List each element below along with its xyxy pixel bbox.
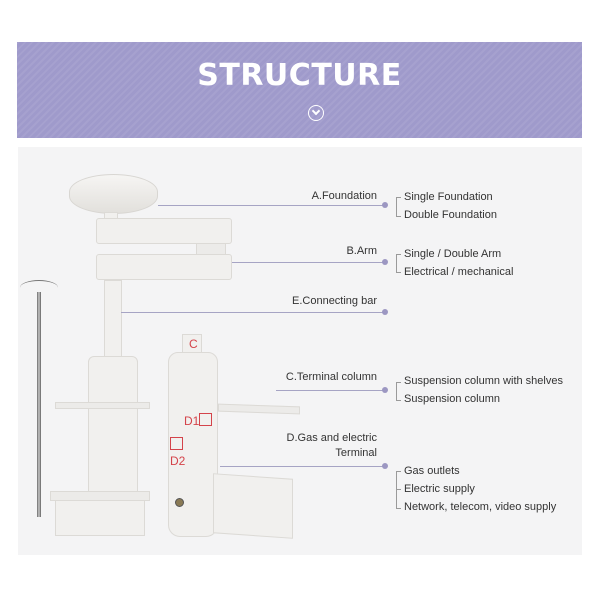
bracket-tick — [396, 489, 401, 490]
connector-dot-foundation — [382, 202, 388, 208]
marker-d2-box — [170, 437, 183, 450]
marker-d2: D2 — [170, 454, 186, 468]
bracket-tick — [396, 272, 401, 273]
upper-arm — [96, 218, 232, 244]
option-suspension-column-shelves: Suspension column with shelves — [404, 375, 563, 387]
connector-dot-terminal-column — [382, 387, 388, 393]
callout-connecting-bar: E.Connecting bar — [292, 295, 377, 307]
connector-line-connecting-bar — [121, 312, 384, 313]
structure-banner: STRUCTURE — [17, 42, 582, 138]
gas-outlet-fitting — [175, 498, 184, 507]
connector-dot-gas-electric — [382, 463, 388, 469]
lower-arm — [96, 254, 232, 280]
chevron-down-circle-icon — [308, 105, 324, 121]
connector-line-terminal-column — [276, 390, 384, 391]
bracket-tick — [396, 400, 401, 401]
marker-d1: D1 — [184, 414, 200, 428]
left-shelf — [55, 402, 150, 409]
page-title: STRUCTURE — [197, 58, 402, 93]
ceiling-foundation-dish — [69, 174, 158, 214]
callout-gas-electric-line1: D.Gas and electric — [286, 432, 377, 444]
option-gas-outlets: Gas outlets — [404, 465, 460, 477]
connector-dot-connecting-bar — [382, 309, 388, 315]
connector-line-gas-electric — [220, 466, 384, 467]
callout-gas-electric-line2: Terminal — [335, 447, 377, 459]
bracket-tick — [396, 216, 401, 217]
bracket-tick — [396, 254, 401, 255]
marker-d1-box — [199, 413, 212, 426]
option-single-foundation: Single Foundation — [404, 191, 493, 203]
connector-line-arm — [232, 262, 384, 263]
callout-terminal-column: C.Terminal column — [285, 371, 377, 383]
option-single-double-arm: Single / Double Arm — [404, 248, 502, 260]
marker-c: C — [189, 337, 198, 351]
callout-arm: B.Arm — [346, 245, 377, 257]
callout-foundation: A.Foundation — [311, 190, 377, 202]
bracket-foundation — [396, 197, 397, 216]
iv-pole — [37, 292, 41, 517]
connector-dot-arm — [382, 259, 388, 265]
bracket-terminal-column — [396, 382, 397, 400]
bracket-tick — [396, 508, 401, 509]
option-suspension-column: Suspension column — [404, 393, 501, 405]
bracket-arm — [396, 254, 397, 272]
left-drawer — [55, 500, 145, 536]
bracket-tick — [396, 471, 401, 472]
iv-hooks — [20, 280, 58, 295]
bracket-tick — [396, 382, 401, 383]
option-electrical-mechanical: Electrical / mechanical — [404, 266, 514, 278]
terminal-drawer — [213, 473, 293, 539]
connector-line-foundation — [158, 205, 384, 206]
bracket-tick — [396, 197, 401, 198]
option-double-foundation: Double Foundation — [404, 209, 497, 221]
connecting-bar — [104, 280, 122, 360]
option-electric-supply: Electric supply — [404, 483, 475, 495]
option-network-telecom-video: Network, telecom, video supply — [404, 501, 557, 513]
